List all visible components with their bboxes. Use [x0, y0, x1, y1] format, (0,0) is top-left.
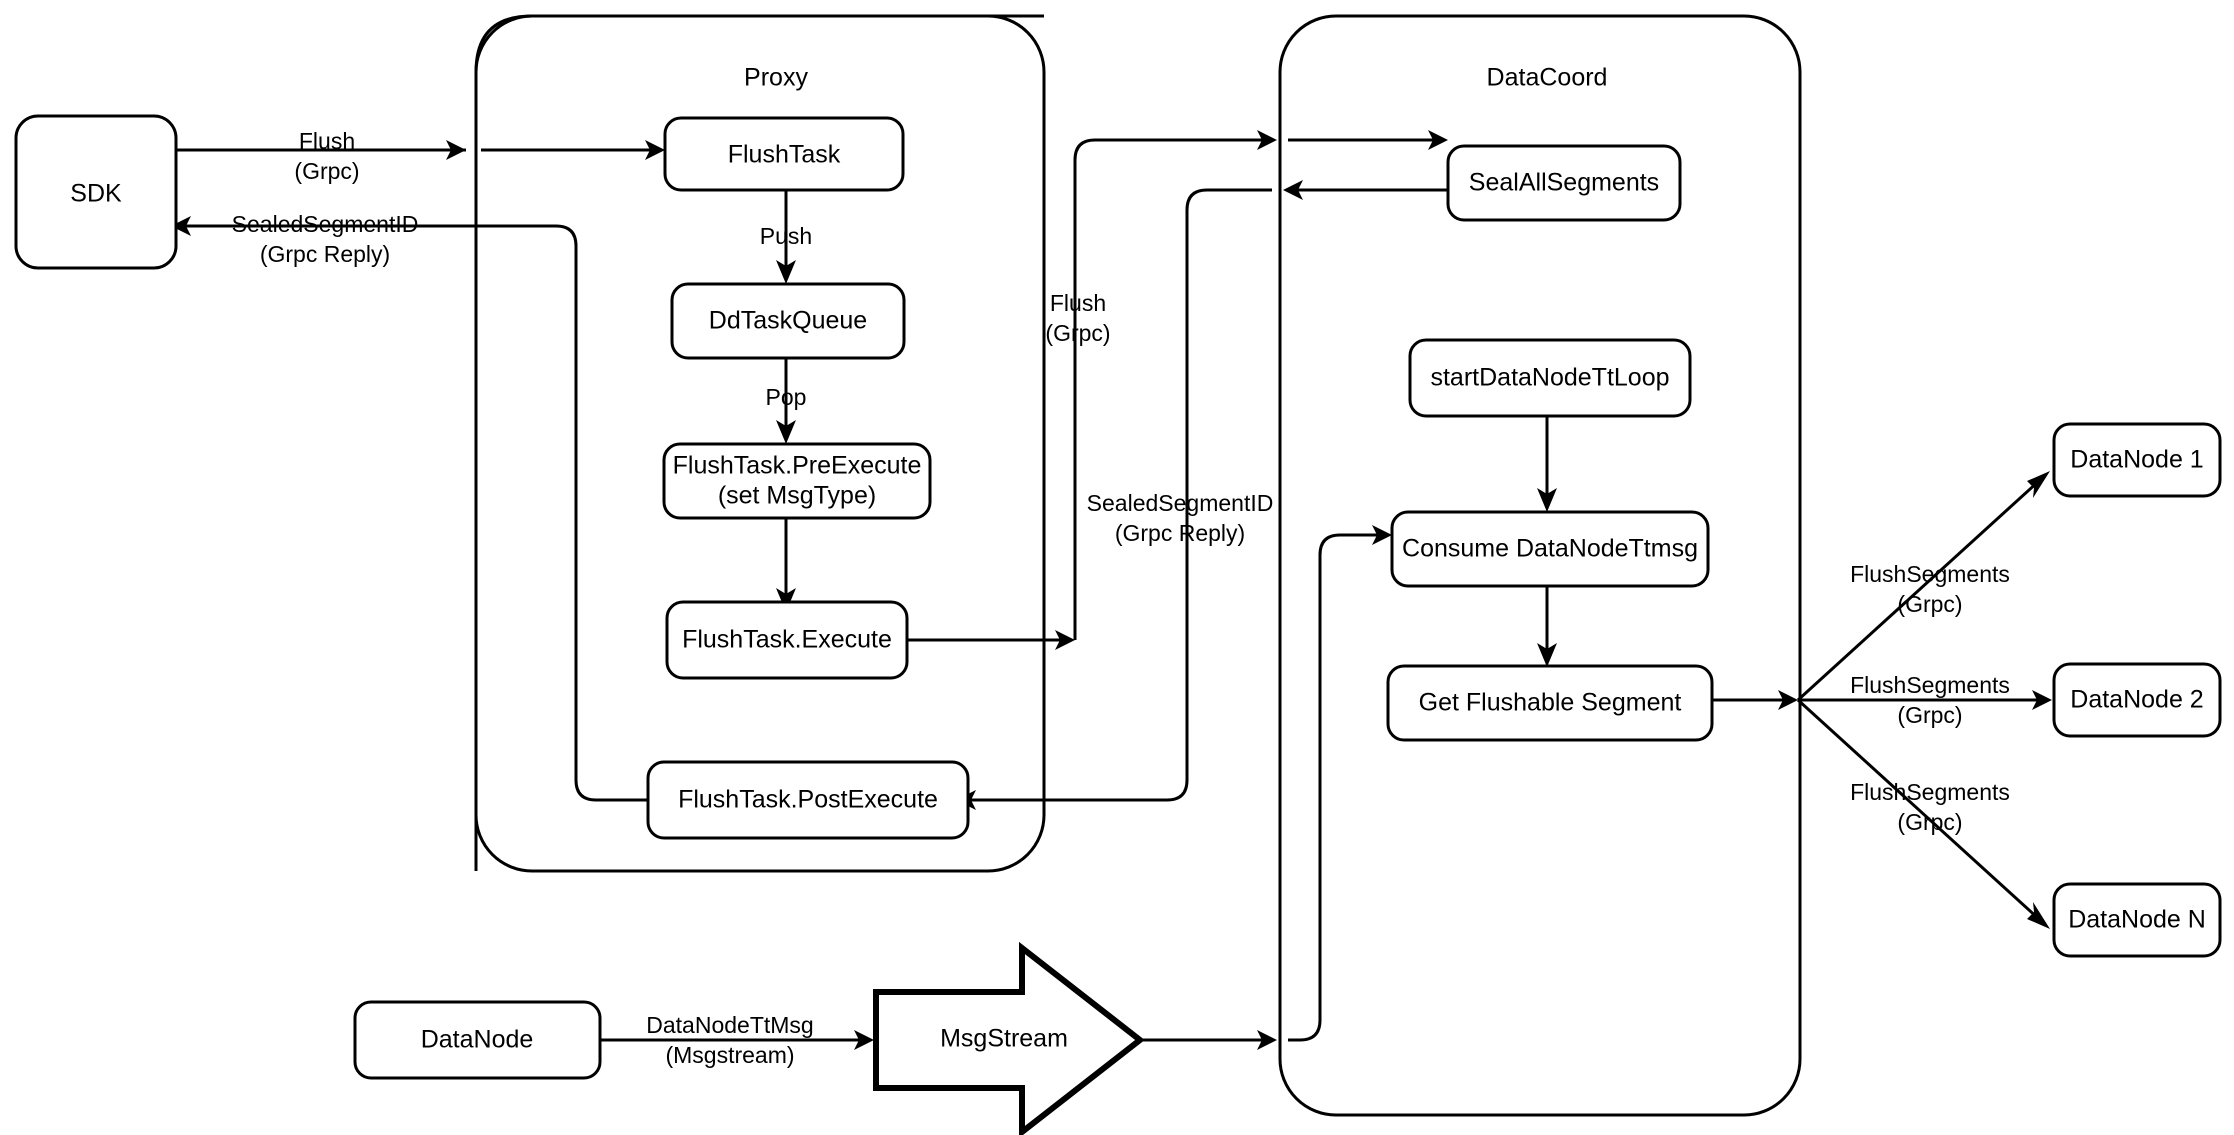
preexecute-label-line2: (set MsgType) [718, 482, 876, 510]
datanode-bottom-label: DataNode [421, 1026, 534, 1054]
edge-label-flushsegments-n: FlushSegments (Grpc) [1850, 779, 2010, 835]
edge-label-push: Push [760, 223, 812, 249]
flushsegments-1-line1: FlushSegments [1850, 561, 2010, 587]
postexecute-label: FlushTask.PostExecute [678, 786, 938, 814]
sealedsegmentid-sdk-line2: (Grpc Reply) [260, 241, 390, 267]
sdk-box[interactable] [14, 114, 178, 270]
node-get-flushable-segment[interactable]: Get Flushable Segment [1386, 664, 1714, 742]
edge-datanode-to-msgstream [600, 1030, 874, 1050]
msgstream-label: MsgStream [940, 1025, 1068, 1053]
edge-flushtask-to-ddtaskqueue [776, 190, 796, 284]
sealallsegments-label: SealAllSegments [1469, 169, 1659, 197]
edge-label-pop: Pop [766, 384, 807, 410]
edge-junction-to-datanode2 [1798, 690, 2052, 710]
datacoord-container-label: DataCoord [1487, 64, 1608, 92]
edge-msgstream-to-consume [1140, 525, 1392, 1050]
flushsegments-2-line2: (Grpc) [1897, 702, 1962, 728]
execute-box[interactable] [665, 600, 909, 680]
node-datanode-1[interactable]: DataNode 1 [2052, 422, 2222, 498]
datanodettmsg-line2: (Msgstream) [665, 1042, 794, 1068]
flushsegments-2-line1: FlushSegments [1850, 672, 2010, 698]
consume-datanodettmsg-box[interactable] [1390, 510, 1710, 588]
flushtask-label: FlushTask [728, 141, 841, 169]
flushsegments-1-line2: (Grpc) [1897, 591, 1962, 617]
ddtaskqueue-label: DdTaskQueue [709, 307, 867, 335]
execute-label: FlushTask.Execute [682, 626, 892, 654]
postexecute-box[interactable] [646, 760, 970, 840]
flush-grpc-mid-line1: Flush [1050, 290, 1106, 316]
node-flushtask-execute[interactable]: FlushTask.Execute [665, 600, 909, 680]
datanode-1-box[interactable] [2052, 422, 2222, 498]
edge-label-datanodettmsg: DataNodeTtMsg (Msgstream) [646, 1012, 813, 1068]
proxy-container-label: Proxy [744, 64, 808, 92]
consume-datanodettmsg-label: Consume DataNodeTtmsg [1402, 535, 1698, 563]
sealallsegments-box[interactable] [1446, 144, 1682, 222]
node-sealallsegments[interactable]: SealAllSegments [1446, 144, 1682, 222]
edge-ttloop-to-consume [1537, 416, 1557, 512]
edge-junction-to-datanode1 [1796, 471, 2050, 702]
edge-junction-to-datanoden [1796, 698, 2050, 929]
datanode-n-box[interactable] [2052, 882, 2222, 958]
ddtaskqueue-box[interactable] [670, 282, 906, 360]
node-datanode-n[interactable]: DataNode N [2052, 882, 2222, 958]
sealedsegmentid-sdk-line1: SealedSegmentID [232, 211, 419, 237]
datanode-2-label: DataNode 2 [2070, 686, 2203, 714]
edge-postexecute-to-sdk [171, 216, 648, 802]
edge-proxy-left-spine [474, 14, 1044, 871]
sealedsegmentid-mid-line2: (Grpc Reply) [1115, 520, 1245, 546]
datacoord-container-rect [1278, 14, 1802, 1117]
edge-sealallsegments-to-postexecute [956, 180, 1448, 810]
node-consume-datanodettmsg[interactable]: Consume DataNodeTtmsg [1390, 510, 1710, 588]
flush-grpc-sdk-line1: Flush [299, 128, 355, 154]
edge-preexecute-to-execute [776, 518, 796, 612]
pop-label: Pop [766, 384, 807, 410]
get-flushable-segment-box[interactable] [1386, 664, 1714, 742]
edge-label-sealedsegmentid-mid: SealedSegmentID (Grpc Reply) [1087, 490, 1274, 546]
node-startdatanodettloop[interactable]: startDataNodeTtLoop [1408, 338, 1692, 418]
edge-label-flush-grpc-mid: Flush (Grpc) [1045, 290, 1110, 346]
flushsegments-n-line1: FlushSegments [1850, 779, 2010, 805]
edge-label-sealedsegmentid-sdk: SealedSegmentID (Grpc Reply) [232, 211, 419, 267]
flushtask-box[interactable] [663, 116, 905, 192]
edge-getflushable-to-junction [1712, 690, 1798, 710]
edge-ddtaskqueue-to-preexecute [776, 358, 796, 444]
sealedsegmentid-mid-line1: SealedSegmentID [1087, 490, 1274, 516]
datanode-n-label: DataNode N [2068, 906, 2206, 934]
edge-execute-to-flush-column [907, 630, 1075, 650]
get-flushable-segment-label: Get Flushable Segment [1419, 689, 1682, 717]
node-msgstream[interactable]: MsgStream [873, 941, 1145, 1135]
node-flushtask-preexecute[interactable]: FlushTask.PreExecute (set MsgType) [662, 442, 932, 520]
flushsegments-n-line2: (Grpc) [1897, 809, 1962, 835]
node-datanode-2[interactable]: DataNode 2 [2052, 662, 2222, 738]
edge-sdk-to-proxy-flush [176, 140, 665, 160]
flush-grpc-mid-line2: (Grpc) [1045, 320, 1110, 346]
datanode-bottom-box[interactable] [353, 1000, 602, 1080]
sdk-label: SDK [70, 180, 122, 208]
container-datacoord: DataCoord [1278, 14, 1802, 1117]
node-flushtask[interactable]: FlushTask [663, 116, 905, 192]
startdatanodettloop-box[interactable] [1408, 338, 1692, 418]
node-flushtask-postexecute[interactable]: FlushTask.PostExecute [646, 760, 970, 840]
edge-flush-column-to-sealallsegments [1073, 130, 1448, 640]
datanodettmsg-line1: DataNodeTtMsg [646, 1012, 813, 1038]
msgstream-arrow-shape[interactable] [873, 941, 1145, 1135]
node-sdk[interactable]: SDK [14, 114, 178, 270]
startdatanodettloop-label: startDataNodeTtLoop [1430, 364, 1669, 392]
push-label: Push [760, 223, 812, 249]
datanode-1-label: DataNode 1 [2070, 446, 2203, 474]
preexecute-box[interactable] [662, 442, 932, 520]
edge-label-flush-grpc-sdk: Flush (Grpc) [294, 128, 359, 184]
edge-consume-to-getflushable [1537, 586, 1557, 667]
flush-grpc-sdk-line2: (Grpc) [294, 158, 359, 184]
datanode-2-box[interactable] [2052, 662, 2222, 738]
edge-label-flushsegments-1: FlushSegments (Grpc) [1850, 561, 2010, 617]
node-datanode-bottom[interactable]: DataNode [353, 1000, 602, 1080]
edge-label-flushsegments-2: FlushSegments (Grpc) [1850, 672, 2010, 728]
preexecute-label-line1: FlushTask.PreExecute [673, 452, 922, 480]
node-ddtaskqueue[interactable]: DdTaskQueue [670, 282, 906, 360]
